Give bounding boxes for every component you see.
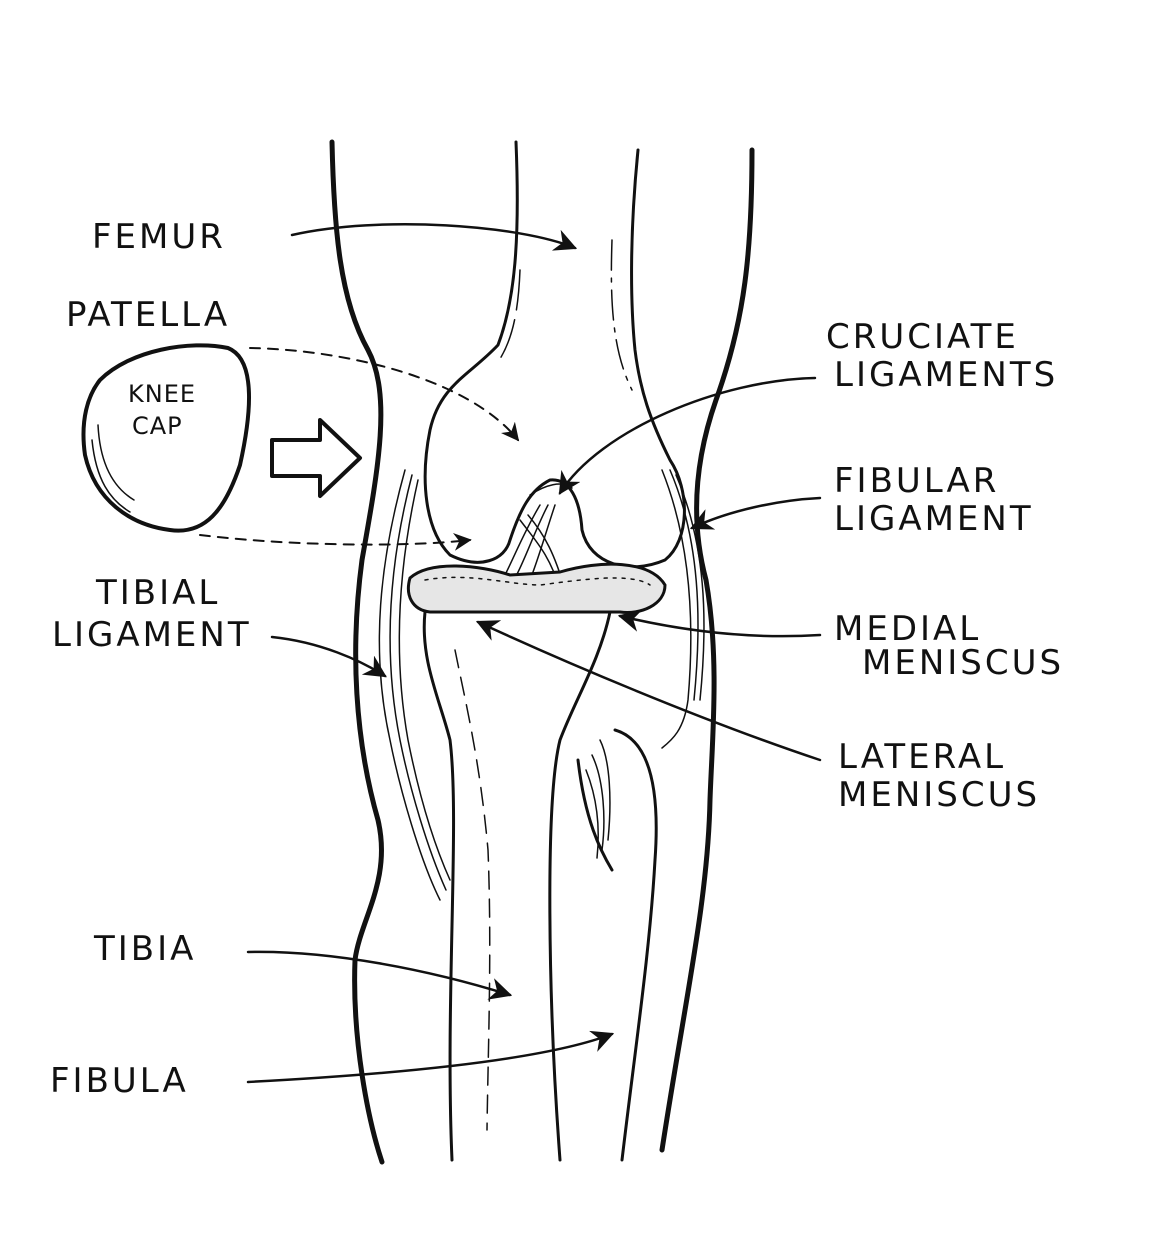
label-tibial-line2: LIGAMENT	[52, 615, 252, 655]
tibia-center-line	[454, 649, 491, 1131]
meniscus-plate	[406, 562, 667, 615]
fibula-outline	[613, 728, 658, 1162]
tibia-arrow	[246, 950, 513, 1000]
label-medial-line1: MEDIAL	[834, 609, 982, 649]
tibial-arrow	[270, 635, 387, 678]
patella-dashed-line-bottom	[199, 532, 472, 551]
label-lateral-line1: LATERAL	[838, 737, 1007, 777]
label-cruciate-line1: CRUCIATE	[826, 317, 1019, 357]
tibia-outline	[422, 610, 456, 1162]
label-patella: PATELLA	[66, 295, 231, 335]
label-fibular-line1: FIBULAR	[834, 461, 1000, 501]
patella-outline	[81, 343, 251, 533]
fibular-ligament-drawing	[661, 469, 705, 749]
label-fibular-line2: LIGAMENT	[834, 499, 1034, 539]
cruciate-arrow	[558, 376, 817, 495]
femur-outline	[423, 140, 686, 569]
fibula-inner	[576, 758, 614, 872]
tibial-ligament-drawing	[378, 469, 451, 901]
patella-hollow-arrow	[270, 418, 362, 498]
tibia-outline-right	[548, 610, 612, 1162]
fibula-arrow	[246, 1030, 615, 1084]
label-cruciate-line2: LIGAMENTS	[834, 355, 1059, 395]
femur-arrow	[290, 223, 578, 251]
leg-outline-right	[659, 147, 755, 1153]
femur-inner-line-2	[495, 269, 521, 366]
label-fibula: FIBULA	[50, 1061, 189, 1101]
label-kneecap-line1: KNEE	[128, 380, 197, 408]
fibular-arrow	[689, 496, 822, 530]
medial-arrow	[617, 609, 822, 638]
patella-dashed-line-top	[249, 347, 520, 442]
lateral-arrow	[475, 620, 822, 762]
label-kneecap-line2: CAP	[132, 412, 183, 440]
label-tibia: TIBIA	[94, 929, 197, 969]
femur-inner-line	[610, 239, 633, 391]
label-tibial-line1: TIBIAL	[96, 573, 221, 613]
label-lateral-line2: MENISCUS	[838, 775, 1041, 815]
leg-outline-left	[329, 139, 385, 1165]
label-femur: FEMUR	[92, 217, 226, 257]
label-medial-line2: MENISCUS	[862, 643, 1065, 683]
